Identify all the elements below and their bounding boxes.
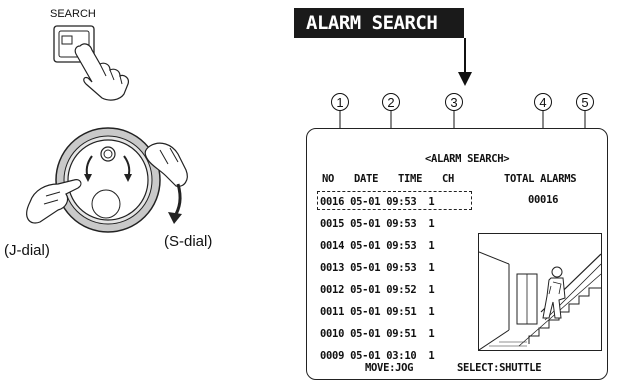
table-row[interactable]: 0011 05-01 09:51 1: [320, 302, 435, 320]
header-time: TIME: [398, 173, 423, 185]
row-ch: 1: [428, 240, 435, 252]
row-no: 0016: [320, 196, 345, 208]
table-row[interactable]: 0014 05-01 09:53 1: [320, 236, 435, 254]
callout-1: 1: [331, 93, 349, 111]
callout-4: 4: [534, 93, 552, 111]
table-row[interactable]: 0012 05-01 09:52 1: [320, 280, 435, 298]
table-row[interactable]: 0016 05-01 09:53 1: [320, 192, 435, 210]
row-no: 0010: [320, 328, 345, 340]
callout-5: 5: [576, 93, 594, 111]
row-date: 05-01: [350, 218, 381, 230]
row-time: 09:51: [386, 306, 417, 318]
row-no: 0015: [320, 218, 345, 230]
row-ch: 1: [428, 196, 435, 208]
row-no: 0014: [320, 240, 345, 252]
row-date: 05-01: [350, 350, 381, 362]
row-no: 0009: [320, 350, 345, 362]
row-time: 09:51: [386, 328, 417, 340]
jdial-label: (J-dial): [4, 242, 50, 259]
footer-select: SELECT:SHUTTLE: [457, 362, 542, 374]
row-time: 03:10: [386, 350, 417, 362]
row-time: 09:53: [386, 240, 417, 252]
sdial-label: (S-dial): [164, 233, 213, 250]
stairs-person-illustration: [478, 251, 602, 351]
row-date: 05-01: [350, 240, 381, 252]
row-ch: 1: [428, 350, 435, 362]
row-ch: 1: [428, 306, 435, 318]
row-date: 05-01: [350, 306, 381, 318]
callout-2: 2: [382, 93, 400, 111]
search-button-icon: [53, 25, 129, 101]
preview-image: [478, 233, 602, 351]
header-ch: CH: [442, 173, 455, 185]
row-ch: 1: [428, 328, 435, 340]
header-no: NO: [322, 173, 335, 185]
total-alarms-value: 00016: [528, 194, 559, 206]
row-ch: 1: [428, 284, 435, 296]
row-no: 0011: [320, 306, 345, 318]
row-date: 05-01: [350, 328, 381, 340]
row-time: 09:53: [386, 218, 417, 230]
row-ch: 1: [428, 218, 435, 230]
table-row[interactable]: 0015 05-01 09:53 1: [320, 214, 435, 232]
down-arrow-icon: [455, 38, 475, 88]
callout-3: 3: [445, 93, 463, 111]
row-time: 09:53: [386, 262, 417, 274]
jog-shuttle-dial-illustration[interactable]: [0, 110, 200, 250]
row-date: 05-01: [350, 262, 381, 274]
table-row[interactable]: 0009 05-01 03:10 1: [320, 346, 435, 364]
dial-icon: [26, 127, 188, 233]
alarm-search-screen: <ALARM SEARCH> NO DATE TIME CH TOTAL ALA…: [306, 128, 608, 380]
footer-move: MOVE:JOG: [365, 362, 414, 374]
table-row[interactable]: 0010 05-01 09:51 1: [320, 324, 435, 342]
header-date: DATE: [354, 173, 379, 185]
selected-row-highlight: [317, 191, 472, 210]
row-no: 0013: [320, 262, 345, 274]
row-time: 09:52: [386, 284, 417, 296]
alarm-search-banner: ALARM SEARCH: [294, 8, 464, 38]
screen-title: <ALARM SEARCH>: [425, 153, 510, 165]
search-button-illustration[interactable]: [40, 24, 160, 104]
row-time: 09:53: [386, 196, 417, 208]
row-date: 05-01: [350, 196, 381, 208]
total-alarms-label: TOTAL ALARMS: [504, 173, 577, 185]
row-ch: 1: [428, 262, 435, 274]
row-no: 0012: [320, 284, 345, 296]
row-date: 05-01: [350, 284, 381, 296]
table-row[interactable]: 0013 05-01 09:53 1: [320, 258, 435, 276]
search-button-label: SEARCH: [50, 8, 96, 20]
